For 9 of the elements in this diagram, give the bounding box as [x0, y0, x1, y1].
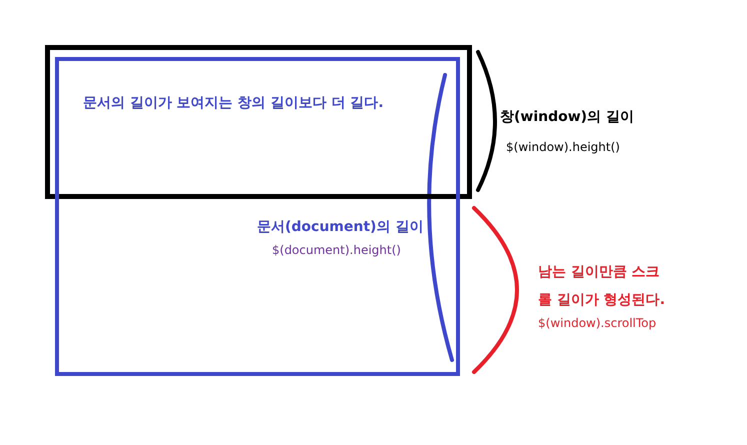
dimension-label: 창(window)의 길이 [500, 108, 634, 126]
note-text: 문서의 길이가 보여지는 창의 길이보다 더 길다. [83, 94, 384, 112]
window-frame [45, 45, 472, 199]
note-text: 남는 길이만큼 스크롤 길이가 형성된다. [538, 263, 666, 310]
document-frame [55, 57, 460, 376]
code-text: $(window).scrollTop [538, 316, 656, 330]
dimension-label: 문서(document)의 길이 [257, 218, 424, 236]
code-text: $(document).height() [272, 243, 401, 257]
code-text: $(window).height() [506, 140, 620, 154]
